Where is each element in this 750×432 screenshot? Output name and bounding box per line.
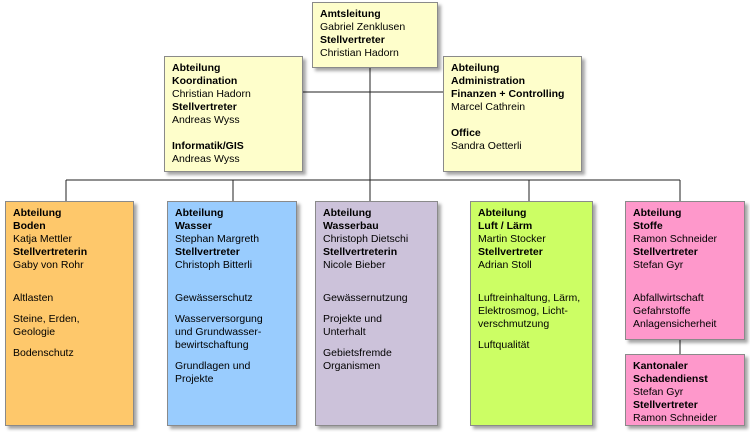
administration-title2: Administration <box>451 75 526 87</box>
box-wasser: Abteilung Wasser Stephan Margreth Stellv… <box>167 201 297 426</box>
wasser-task: Projekte <box>175 373 214 385</box>
boden-name: Katja Mettler <box>13 233 72 245</box>
boden-task: Steine, Erden, <box>13 313 80 325</box>
koordination-name: Christian Hadorn <box>172 88 251 100</box>
koordination-sub-name: Andreas Wyss <box>172 153 240 165</box>
koordination-deputy-label: Stellvertreter <box>172 101 237 113</box>
box-administration: Abteilung Administration Finanzen + Cont… <box>443 56 582 172</box>
boden-deputy-label: Stellvertreterin <box>13 246 88 258</box>
box-wasserbau: Abteilung Wasserbau Christoph Dietschi S… <box>315 201 438 426</box>
wasserbau-deputy: Nicole Bieber <box>323 259 386 271</box>
stoffe-title1: Abteilung <box>633 207 682 219</box>
wasser-task: Wasserversorgung <box>175 313 263 325</box>
wasserbau-task: Unterhalt <box>323 326 366 338</box>
box-luft-laerm: Abteilung Luft / Lärm Martin Stocker Ste… <box>470 201 593 426</box>
wasserbau-task: Gebietsfremde <box>323 347 392 359</box>
boden-title2: Boden <box>13 220 46 232</box>
wasser-title2: Wasser <box>175 220 212 232</box>
boden-task: Altlasten <box>13 292 54 304</box>
wasserbau-title2: Wasserbau <box>323 220 379 232</box>
boden-task: Bodenschutz <box>13 347 74 359</box>
administration-name: Marcel Cathrein <box>451 101 526 113</box>
koordination-title1: Abteilung <box>172 62 221 74</box>
stoffe-title2: Stoffe <box>633 220 663 232</box>
stoffe-deputy: Stefan Gyr <box>633 259 684 271</box>
schadendienst-deputy-label: Stellvertreter <box>633 399 698 411</box>
administration-title1: Abteilung <box>451 62 500 74</box>
luft-name: Martin Stocker <box>478 233 546 245</box>
stoffe-name: Ramon Schneider <box>633 233 718 245</box>
koordination-deputy: Andreas Wyss <box>172 114 240 126</box>
wasserbau-task: Projekte und <box>323 313 382 325</box>
schadendienst-name: Stefan Gyr <box>633 386 684 398</box>
wasser-task: und Grundwasser- <box>175 326 262 338</box>
box-boden: Abteilung Boden Katja Mettler Stellvertr… <box>5 201 134 426</box>
wasserbau-task: Organismen <box>323 360 381 372</box>
boden-deputy: Gaby von Rohr <box>13 259 84 271</box>
wasser-task: Grundlagen und <box>175 360 251 372</box>
box-amtsleitung: Amtsleitung Gabriel Zenklusen Stellvertr… <box>312 2 438 68</box>
luft-deputy: Adrian Stoll <box>478 259 532 271</box>
stoffe-deputy-label: Stellvertreter <box>633 246 698 258</box>
amtsleitung-deputy-label: Stellvertreter <box>320 34 385 46</box>
wasserbau-deputy-label: Stellvertreterin <box>323 246 398 258</box>
amtsleitung-deputy: Christian Hadorn <box>320 47 399 59</box>
box-koordination: Abteilung Koordination Christian Hadorn … <box>164 56 303 172</box>
administration-sub-name: Sandra Oetterli <box>451 140 522 152</box>
wasser-title1: Abteilung <box>175 207 224 219</box>
luft-task: verschmutzung <box>478 318 550 330</box>
wasser-deputy-label: Stellvertreter <box>175 246 240 258</box>
amtsleitung-title: Amtsleitung <box>320 8 381 20</box>
box-stoffe: Abteilung Stoffe Ramon Schneider Stellve… <box>625 201 745 340</box>
koordination-title2: Koordination <box>172 75 238 87</box>
schadendienst-title1: Kantonaler <box>633 360 688 372</box>
schadendienst-deputy: Ramon Schneider <box>633 412 718 424</box>
luft-task: Elektrosmog, Licht- <box>478 305 568 317</box>
luft-task: Luftreinhaltung, Lärm, <box>478 292 581 304</box>
box-schadendienst: Kantonaler Schadendienst Stefan Gyr Stel… <box>625 354 745 426</box>
luft-title1: Abteilung <box>478 207 527 219</box>
koordination-sub-title: Informatik/GIS <box>172 140 244 152</box>
schadendienst-title2: Schadendienst <box>633 373 708 385</box>
wasser-deputy: Christoph Bitterli <box>175 259 253 271</box>
wasser-task: bewirtschaftung <box>175 339 249 351</box>
stoffe-task: Abfallwirtschaft <box>633 292 704 304</box>
stoffe-task: Anlagensicherheit <box>633 318 717 330</box>
wasser-task: Gewässerschutz <box>175 292 253 304</box>
wasserbau-name: Christoph Dietschi <box>323 233 409 245</box>
administration-sub-title: Office <box>451 127 481 139</box>
boden-title1: Abteilung <box>13 207 62 219</box>
wasserbau-title1: Abteilung <box>323 207 372 219</box>
stoffe-task: Gefahrstoffe <box>633 305 691 317</box>
luft-task: Luftqualität <box>478 339 530 351</box>
amtsleitung-name: Gabriel Zenklusen <box>320 21 406 33</box>
luft-deputy-label: Stellvertreter <box>478 246 543 258</box>
wasser-name: Stephan Margreth <box>175 233 260 245</box>
administration-title3: Finanzen + Controlling <box>451 88 565 100</box>
luft-title2: Luft / Lärm <box>478 220 533 232</box>
boden-task: Geologie <box>13 326 56 338</box>
wasserbau-task: Gewässernutzung <box>323 292 408 304</box>
